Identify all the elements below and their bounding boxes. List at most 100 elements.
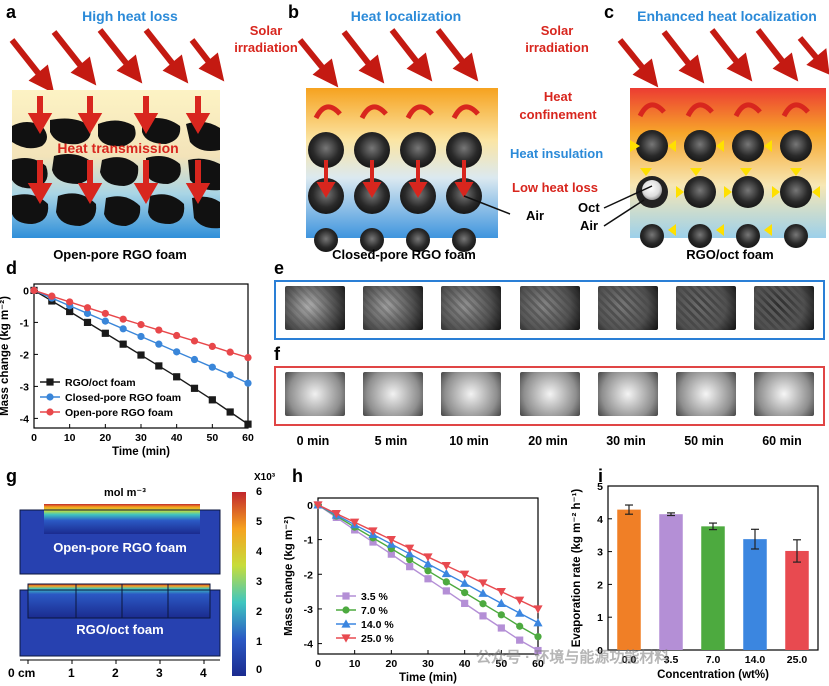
legend-label: Open-pore RGO foam xyxy=(65,407,173,419)
y-tick-label: 3 xyxy=(597,547,603,559)
data-point xyxy=(424,567,432,575)
y-tick-label: -3 xyxy=(20,381,29,393)
time-label: 60 min xyxy=(762,434,802,448)
colorbar-scale: X10³ xyxy=(254,472,276,483)
low-heat-loss-label: Low heat loss xyxy=(512,180,598,195)
bar xyxy=(701,526,725,650)
y-tick-label: -4 xyxy=(20,413,29,425)
data-point xyxy=(405,544,415,553)
panel-letter-i: i xyxy=(598,466,604,486)
data-point xyxy=(442,578,450,586)
legend-label: 25.0 % xyxy=(361,633,394,645)
data-point xyxy=(350,518,360,527)
sample-image-f xyxy=(676,372,736,416)
data-point xyxy=(479,600,487,608)
y-tick-label: -1 xyxy=(20,317,29,329)
legend-label: 3.5 % xyxy=(361,591,389,603)
data-point xyxy=(313,501,323,510)
x-tick-label: 0 xyxy=(315,658,321,670)
panel-b-sun-arrows xyxy=(297,28,479,88)
data-point xyxy=(423,559,433,568)
cbar-tick: 4 xyxy=(256,546,263,558)
x-tick-label: 0.0 xyxy=(622,654,637,666)
bar xyxy=(743,539,767,650)
panel-a-sun-arrows xyxy=(9,28,225,94)
x-tick-label: 30 xyxy=(135,432,147,444)
x-axis-label: Time (min) xyxy=(112,446,170,458)
x-tick-label: 40 xyxy=(459,658,471,670)
time-label: 10 min xyxy=(449,434,489,448)
sample-image-f xyxy=(363,372,423,416)
g-xtick: 3 xyxy=(156,666,163,680)
data-point xyxy=(173,331,181,340)
data-point xyxy=(190,337,199,345)
data-point xyxy=(515,608,525,617)
x-axis-label: Concentration (wt%) xyxy=(657,669,769,681)
x-tick-label: 25.0 xyxy=(787,654,808,666)
data-point xyxy=(66,298,74,306)
x-tick-label: 3.5 xyxy=(664,654,679,666)
data-point xyxy=(119,315,127,323)
y-tick-label: 5 xyxy=(597,481,603,493)
y-axis-label: Mass change (kg m⁻²) xyxy=(0,296,11,416)
cbar-tick: 3 xyxy=(256,576,263,588)
data-point xyxy=(533,618,543,627)
panel-c-title: Enhanced heat localization xyxy=(637,8,817,24)
cbar-tick: 6 xyxy=(256,486,263,498)
panel-c-foam xyxy=(603,88,826,248)
legend-marker xyxy=(341,634,351,643)
sample-image-f xyxy=(285,372,345,416)
data-point xyxy=(497,624,505,632)
panel-letter-d: d xyxy=(6,258,17,278)
data-point xyxy=(226,348,234,356)
data-point xyxy=(226,371,234,379)
cbar-tick: 1 xyxy=(256,636,263,648)
x-tick-label: 10 xyxy=(64,432,76,444)
data-point xyxy=(190,355,199,364)
panel-letter-h: h xyxy=(292,466,303,486)
series-1 xyxy=(30,286,252,387)
legend-marker xyxy=(342,606,350,614)
data-point xyxy=(208,363,216,371)
legend-marker xyxy=(46,378,54,386)
legend-label: 7.0 % xyxy=(361,605,389,617)
data-point xyxy=(460,570,470,579)
colorbar-ticks: 6 5 4 3 2 1 0 xyxy=(252,486,272,676)
heat-word: Heat xyxy=(543,89,573,104)
data-point xyxy=(66,307,74,316)
legend-marker xyxy=(46,408,54,416)
data-point xyxy=(244,379,252,387)
g-xtick: 1 xyxy=(68,666,75,680)
data-point xyxy=(173,373,181,381)
sample-row-f xyxy=(274,366,825,426)
legend-label: Closed-pore RGO foam xyxy=(65,392,181,404)
data-point xyxy=(83,318,92,326)
panel-c-air-label: Air xyxy=(580,218,599,233)
cbar-tick: 5 xyxy=(256,516,263,528)
x-tick-label: 7.0 xyxy=(706,654,721,666)
y-tick-label: -2 xyxy=(304,569,313,581)
row-f-tiles xyxy=(276,368,823,424)
data-point xyxy=(331,510,341,519)
g-xtick: 0 cm xyxy=(8,666,36,680)
data-point xyxy=(515,596,525,605)
solar-word: Solar xyxy=(540,23,574,38)
data-point xyxy=(387,550,395,558)
y-tick-label: 0 xyxy=(597,645,603,657)
x-tick-label: 0 xyxy=(31,432,37,444)
data-point xyxy=(516,622,524,630)
data-point xyxy=(424,575,432,583)
x-tick-label: 40 xyxy=(171,432,183,444)
sample-image-e xyxy=(520,286,580,330)
heat-insulation-label: Heat insulation xyxy=(510,146,604,161)
legend-marker xyxy=(46,393,54,401)
legend-marker xyxy=(341,619,351,628)
data-point xyxy=(101,309,109,318)
data-point xyxy=(496,588,506,597)
irradiation-word: irradiation xyxy=(234,40,298,55)
sample-image-f xyxy=(598,372,658,416)
solar-word: Solar xyxy=(249,23,283,38)
data-point xyxy=(244,354,252,362)
